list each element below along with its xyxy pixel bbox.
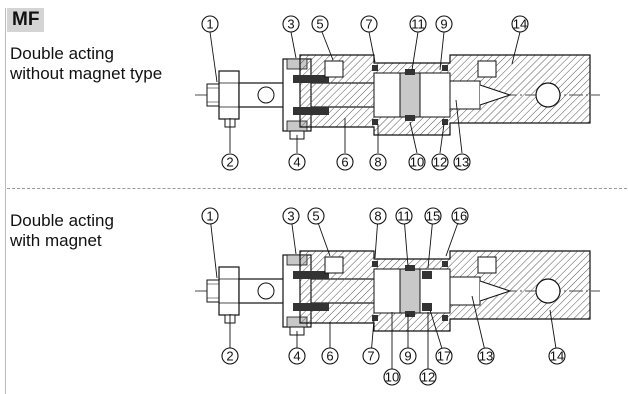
magnet-ring (422, 271, 432, 311)
callout-14b: 14 (548, 347, 566, 365)
svg-text:10: 10 (385, 370, 399, 385)
svg-text:8: 8 (374, 155, 381, 170)
callout-6b: 6 (321, 347, 339, 365)
callout-3a: 3 (282, 15, 300, 33)
series-badge: MF (7, 8, 44, 32)
svg-text:11: 11 (411, 17, 425, 32)
section2-title: Double acting with magnet (10, 211, 114, 251)
callout-7b: 7 (362, 347, 380, 365)
svg-text:9: 9 (404, 349, 411, 364)
callout-10b: 10 (383, 368, 401, 386)
callout-8b: 8 (369, 207, 387, 225)
section2-title-line2: with magnet (10, 231, 102, 250)
section1-title: Double acting without magnet type (10, 44, 162, 84)
svg-text:10: 10 (410, 155, 424, 170)
section1-title-line1: Double acting (10, 44, 114, 63)
svg-text:9: 9 (440, 17, 447, 32)
cylinder-drawing-without-magnet (194, 54, 601, 140)
callout-2b: 2 (221, 347, 239, 365)
svg-text:5: 5 (312, 209, 319, 224)
callout-4a: 4 (288, 153, 306, 171)
svg-text:12: 12 (421, 370, 435, 385)
section1-title-line2: without magnet type (10, 64, 163, 83)
callout-11a: 11 (409, 15, 427, 33)
svg-text:6: 6 (326, 349, 333, 364)
svg-text:1: 1 (206, 17, 213, 32)
svg-text:6: 6 (341, 155, 348, 170)
svg-text:1: 1 (206, 209, 213, 224)
svg-text:8: 8 (374, 209, 381, 224)
callout-1a: 1 (201, 15, 219, 33)
svg-text:11: 11 (397, 209, 411, 224)
callout-3b: 3 (282, 207, 300, 225)
section-divider (7, 188, 627, 189)
svg-text:3: 3 (287, 17, 294, 32)
callout-14a: 14 (511, 15, 529, 33)
svg-text:12: 12 (433, 155, 447, 170)
svg-text:14: 14 (513, 17, 527, 32)
svg-text:17: 17 (437, 349, 451, 364)
callout-10a: 10 (408, 153, 426, 171)
callout-9a: 9 (435, 15, 453, 33)
left-border (5, 8, 6, 394)
svg-text:4: 4 (293, 349, 300, 364)
svg-text:13: 13 (479, 349, 493, 364)
svg-text:13: 13 (455, 155, 469, 170)
callout-13b: 13 (477, 347, 495, 365)
svg-text:3: 3 (287, 209, 294, 224)
svg-text:7: 7 (365, 17, 372, 32)
svg-text:14: 14 (550, 349, 564, 364)
svg-text:2: 2 (226, 349, 233, 364)
svg-text:16: 16 (453, 209, 467, 224)
callout-4b: 4 (288, 347, 306, 365)
section2-title-line1: Double acting (10, 211, 114, 230)
callout-9b: 9 (399, 347, 417, 365)
callout-8a: 8 (369, 153, 387, 171)
svg-text:5: 5 (316, 17, 323, 32)
svg-text:4: 4 (293, 155, 300, 170)
callout-12b: 12 (419, 368, 437, 386)
cylinder-drawing-with-magnet (194, 250, 601, 336)
svg-text:7: 7 (367, 349, 374, 364)
callout-17b: 17 (435, 347, 453, 365)
callout-11b: 11 (395, 207, 413, 225)
callout-5a: 5 (311, 15, 329, 33)
callout-2a: 2 (221, 153, 239, 171)
callout-16b: 16 (451, 207, 469, 225)
callout-6a: 6 (336, 153, 354, 171)
callout-13a: 13 (453, 153, 471, 171)
svg-text:2: 2 (226, 155, 233, 170)
svg-text:15: 15 (426, 209, 440, 224)
callout-12a: 12 (431, 153, 449, 171)
callout-7a: 7 (360, 15, 378, 33)
callout-15b: 15 (424, 207, 442, 225)
callout-5b: 5 (307, 207, 325, 225)
callout-1b: 1 (201, 207, 219, 225)
